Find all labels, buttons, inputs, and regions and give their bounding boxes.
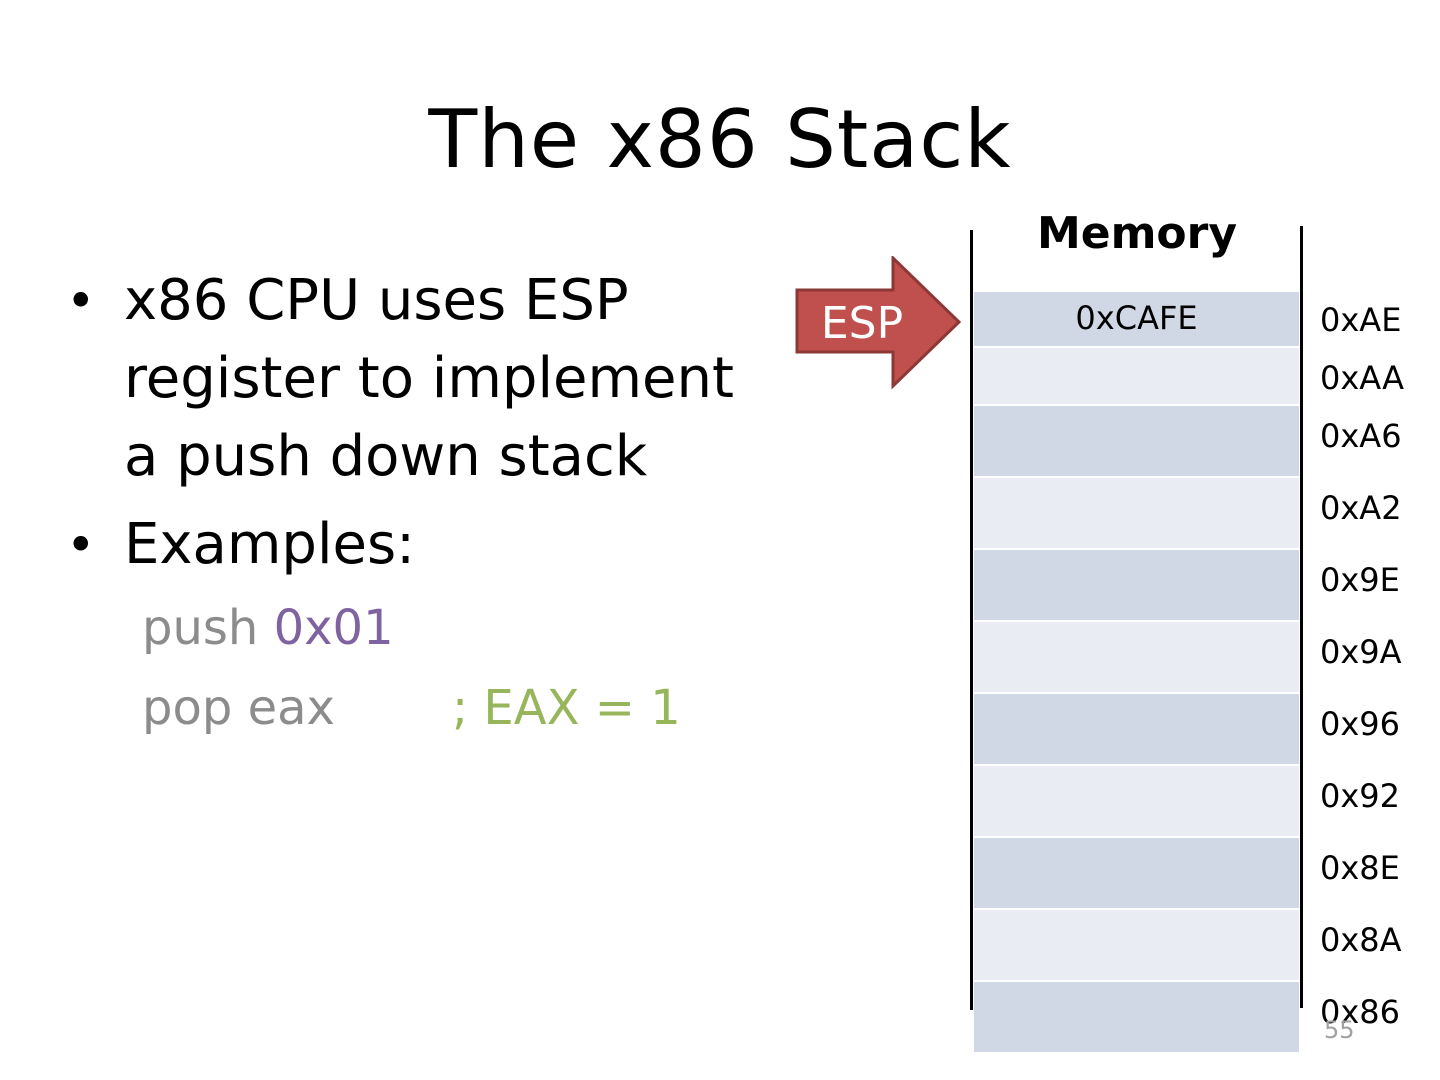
memory-cell-value: 0xCAFE	[1075, 299, 1198, 337]
memory-address: 0xA6	[1320, 417, 1402, 455]
code-op: push	[142, 600, 274, 656]
code-line-pop: pop eax ; EAX = 1	[142, 678, 681, 738]
memory-cell	[974, 346, 1299, 404]
bullet-text: Examples:	[124, 512, 415, 577]
memory-address: 0xA2	[1320, 489, 1402, 527]
bullet-list: • x86 CPU uses ESP register to implement…	[66, 262, 766, 584]
memory-cell	[974, 548, 1299, 620]
memory-address: 0x9E	[1320, 561, 1400, 599]
bullet-item: • x86 CPU uses ESP register to implement…	[66, 262, 766, 496]
memory-address: 0x86	[1320, 993, 1401, 1031]
memory-cell	[974, 836, 1299, 908]
memory-cell	[974, 908, 1299, 980]
bullet-dot: •	[66, 272, 96, 330]
stack-right-border	[1300, 226, 1303, 1008]
memory-cell	[974, 620, 1299, 692]
stack-left-border	[970, 230, 973, 1010]
code-comment: ; EAX = 1	[452, 680, 681, 736]
code-line-push: push 0x01	[142, 598, 394, 658]
memory-address: 0x92	[1320, 777, 1401, 815]
memory-cell	[974, 404, 1299, 476]
memory-address: 0xAA	[1320, 359, 1404, 397]
memory-cell	[974, 692, 1299, 764]
esp-arrow-icon	[795, 256, 962, 390]
memory-address: 0x96	[1320, 705, 1401, 743]
memory-address: 0x8E	[1320, 849, 1400, 887]
esp-pointer-label: ESP	[820, 298, 904, 349]
slide-title: The x86 Stack	[428, 93, 1012, 186]
memory-cell: 0xCAFE	[974, 290, 1299, 346]
memory-cell	[974, 980, 1299, 1052]
memory-label: Memory	[1036, 208, 1238, 259]
memory-cell	[974, 764, 1299, 836]
bullet-dot: •	[66, 516, 96, 574]
memory-address: 0x9A	[1320, 633, 1402, 671]
memory-cell	[974, 476, 1299, 548]
bullet-text: x86 CPU uses ESP register to implement a…	[124, 268, 734, 489]
memory-address: 0xAE	[1320, 301, 1402, 339]
bullet-item: • Examples:	[66, 506, 766, 584]
code-op: pop eax	[142, 680, 335, 736]
code-arg: 0x01	[273, 600, 394, 656]
memory-address: 0x8A	[1320, 921, 1402, 959]
page-number: 55	[1324, 1016, 1355, 1044]
